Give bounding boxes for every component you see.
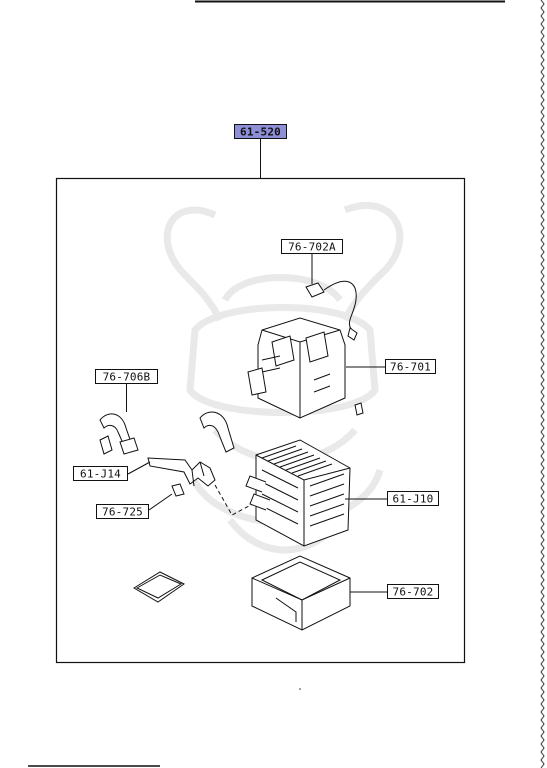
part-drawing-61-J14 xyxy=(147,457,216,487)
part-label-76-706B[interactable]: 76-706B xyxy=(103,371,151,384)
part-label-box-76-701 xyxy=(385,359,436,374)
part-drawing-76-725 xyxy=(171,483,185,497)
leader-61-J14 xyxy=(127,461,151,475)
stray-dot xyxy=(299,688,301,690)
part-drawing-76-701 xyxy=(247,317,364,419)
assembly-frame xyxy=(55,177,466,664)
leader-76-725 xyxy=(148,493,173,511)
assembly-label[interactable]: 61-520 xyxy=(240,126,281,139)
part-drawing-61-J10 xyxy=(245,439,351,547)
part-label-76-701[interactable]: 76-701 xyxy=(390,361,431,374)
part-label-box-76-702 xyxy=(387,584,439,599)
part-label-box-61-J14 xyxy=(73,466,128,481)
dashed-routing xyxy=(214,484,273,516)
part-label-76-702[interactable]: 76-702 xyxy=(393,586,434,599)
assembly-label-highlight xyxy=(234,124,287,139)
part-drawing-76-706B xyxy=(99,411,235,455)
filter-pad xyxy=(133,571,185,603)
part-label-box-76-706B xyxy=(95,369,158,384)
part-drawing-76-702A xyxy=(305,280,358,341)
part-label-61-J10[interactable]: 61-J10 xyxy=(393,493,434,506)
part-label-76-725[interactable]: 76-725 xyxy=(102,506,143,519)
part-label-box-76-725 xyxy=(96,504,149,519)
part-label-box-76-702A xyxy=(281,239,343,254)
perforated-edge xyxy=(540,0,545,768)
part-drawing-76-702 xyxy=(251,555,351,631)
part-label-76-702A[interactable]: 76-702A xyxy=(288,241,336,254)
part-label-61-J14[interactable]: 61-J14 xyxy=(80,468,121,481)
part-label-box-61-J10 xyxy=(387,491,439,506)
